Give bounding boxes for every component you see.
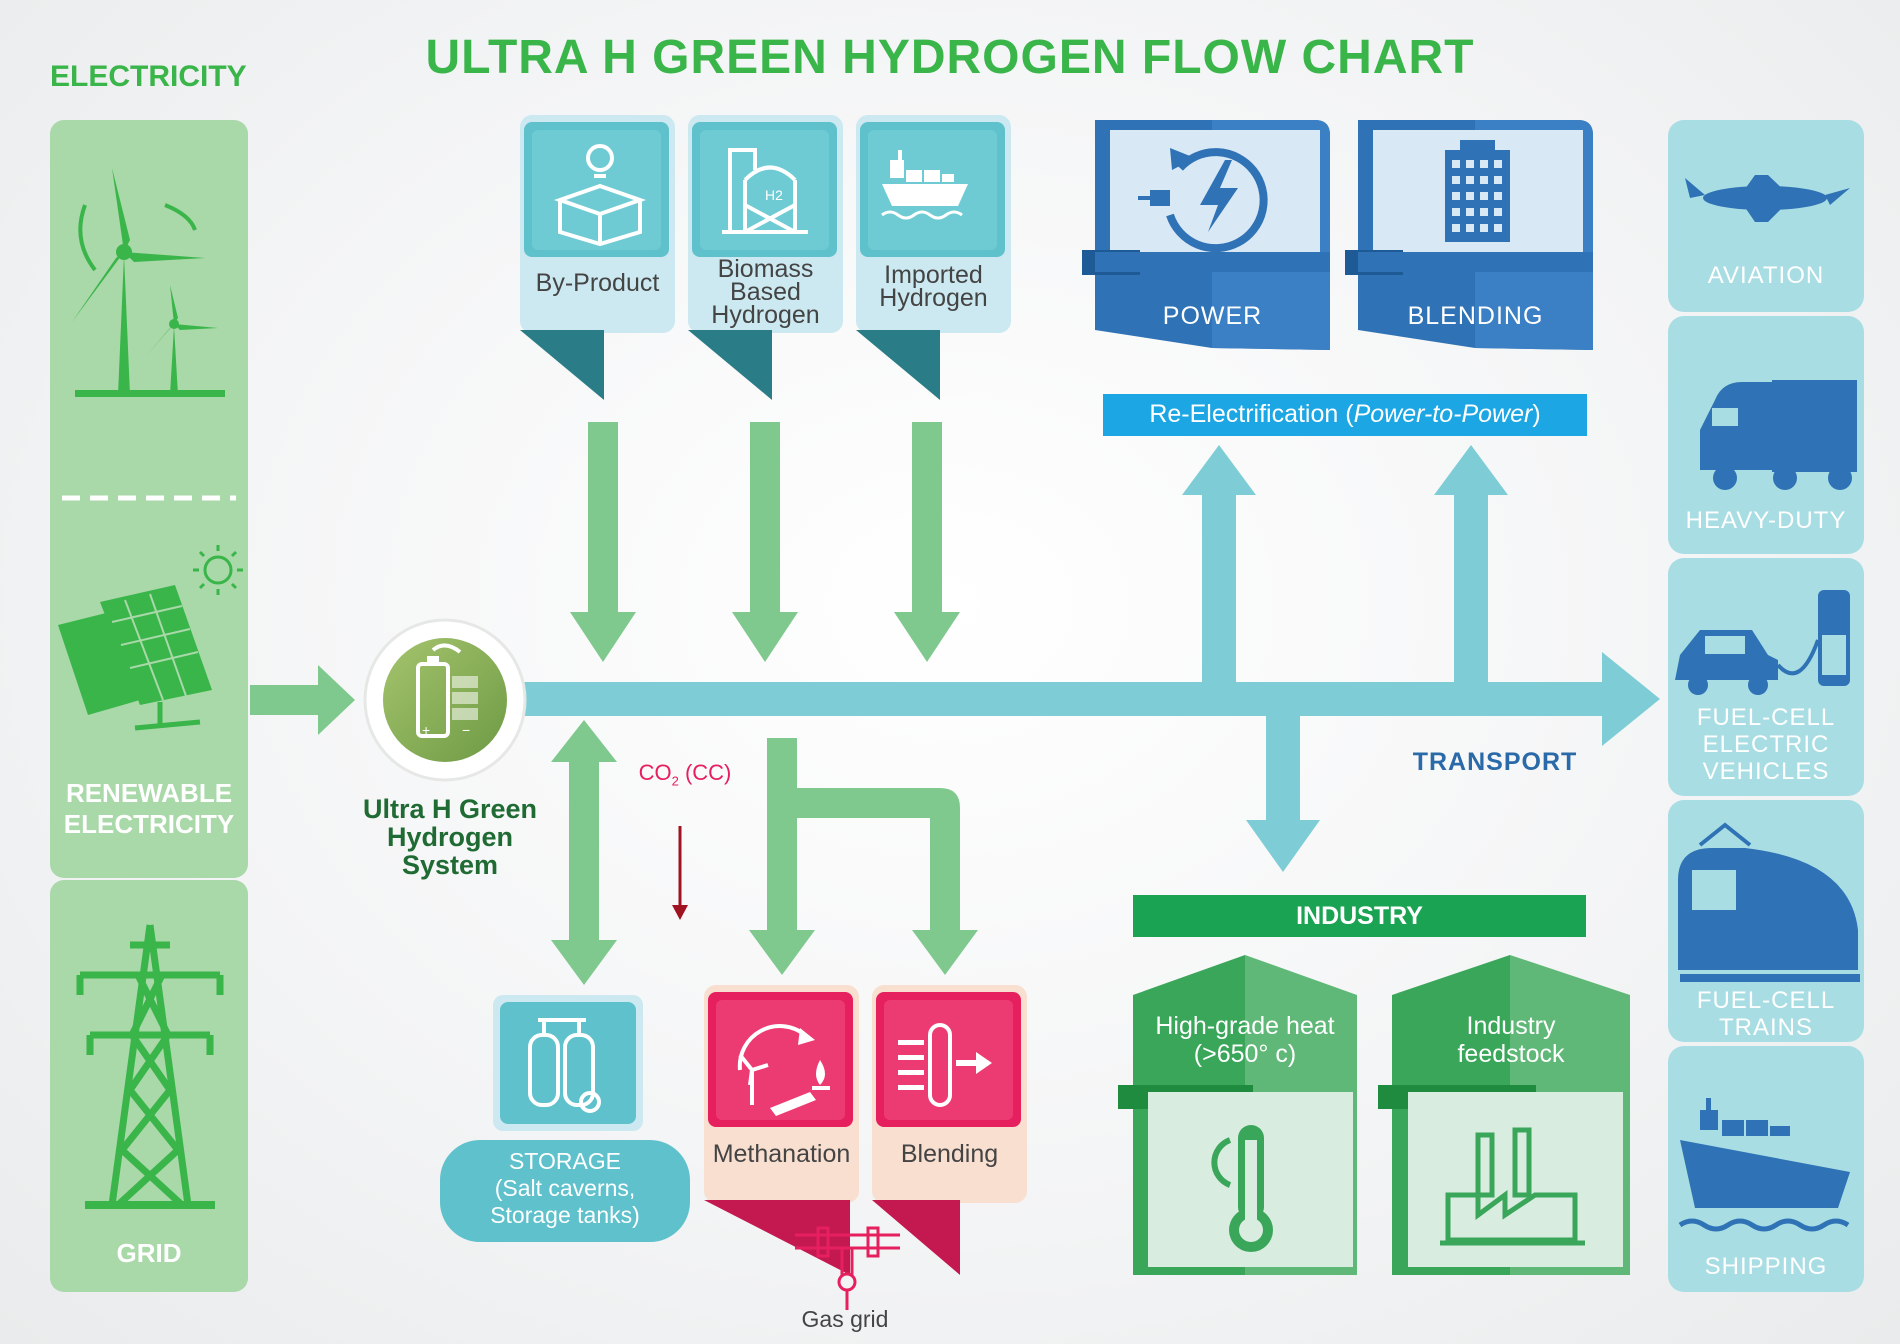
box-lightbulb-icon (553, 144, 647, 247)
source-label-biomass: Biomass Based Hydrogen (711, 255, 820, 329)
industry-feedstock-card (1378, 955, 1630, 1275)
thermometer-icon (1211, 1125, 1273, 1252)
svg-text:+: + (422, 722, 430, 738)
gas-grid-pipe-icon (795, 1226, 900, 1310)
co2-arrow (672, 826, 688, 920)
industry-label-heat: High-grade heat (>650° c) (1155, 1012, 1335, 1068)
page-title: ULTRA H GREEN HYDROGEN FLOW CHART (425, 31, 1475, 84)
by-product-card (520, 115, 675, 400)
industry-banner (1133, 895, 1586, 937)
gas-grid-label: Gas grid (801, 1306, 889, 1332)
source-label-by-product: By-Product (535, 269, 660, 297)
transport-item-shipping: SHIPPING (1704, 1253, 1828, 1280)
transport-item-aviation: AVIATION (1707, 262, 1825, 289)
blending-re-label: BLENDING (1407, 302, 1544, 330)
re-electrification-label: Re-Electrification (Power-to-Power) (1149, 400, 1541, 428)
renewable-electricity-label: RENEWABLE ELECTRICITY (63, 778, 235, 839)
gas-cylinders-icon (528, 1018, 601, 1113)
methanation-card (704, 985, 859, 1275)
electricity-to-system-arrow (250, 665, 355, 735)
re-electrification-banner (1103, 394, 1587, 436)
svg-text:−: − (462, 722, 470, 738)
grid-panel (50, 880, 248, 1292)
industry-header: INDUSTRY (1296, 902, 1423, 930)
train-icon (1678, 822, 1860, 982)
building-icon (1445, 140, 1510, 242)
transport-item-fuel-cell-trains: FUEL-CELL TRAINS (1696, 987, 1836, 1041)
ship-icon (1678, 1098, 1850, 1232)
system-label: Ultra H Green Hydrogen System (362, 794, 538, 880)
truck-icon (1700, 380, 1857, 490)
biomass-plant-icon: H2 (722, 148, 808, 234)
electricity-heading: ELECTRICITY (50, 60, 247, 93)
methanation-label: Methanation (712, 1140, 851, 1168)
imported-card (856, 115, 1011, 400)
ultra-h-system-icon: + − (363, 618, 527, 782)
blending-gas-label: Blending (900, 1140, 999, 1168)
methanation-icon (737, 1024, 830, 1116)
transport-label: TRANSPORT (1412, 748, 1578, 776)
airplane-icon (1685, 175, 1850, 222)
wind-turbine-icon (72, 168, 225, 397)
source-label-imported: Imported Hydrogen (879, 261, 988, 312)
transport-item-heavy-duty: HEAVY-DUTY (1685, 507, 1847, 534)
svg-text:H2: H2 (765, 187, 783, 203)
grid-label: GRID (116, 1238, 182, 1268)
source-arrows (570, 422, 960, 662)
gas-grid-arrow (749, 738, 978, 975)
main-hydrogen-flow (520, 445, 1660, 872)
transmission-tower-icon (76, 924, 224, 1209)
power-plug-icon (1138, 148, 1268, 253)
co2-label: CO2 (CC) (638, 760, 732, 789)
cargo-ship-icon (881, 150, 968, 220)
industry-label-feedstock: Industry feedstock (1457, 1012, 1565, 1068)
electric-car-icon (1675, 590, 1850, 695)
storage-label: STORAGE (Salt caverns, Storage tanks) (490, 1148, 640, 1228)
transport-item-fuel-cell-vehicles: FUEL-CELL ELECTRIC VEHICLES (1696, 704, 1836, 785)
blending-icon (898, 1023, 992, 1107)
power-label: POWER (1162, 302, 1263, 330)
factory-icon (1440, 1127, 1585, 1246)
solar-panel-icon (58, 545, 243, 731)
storage-double-arrow (551, 720, 617, 985)
